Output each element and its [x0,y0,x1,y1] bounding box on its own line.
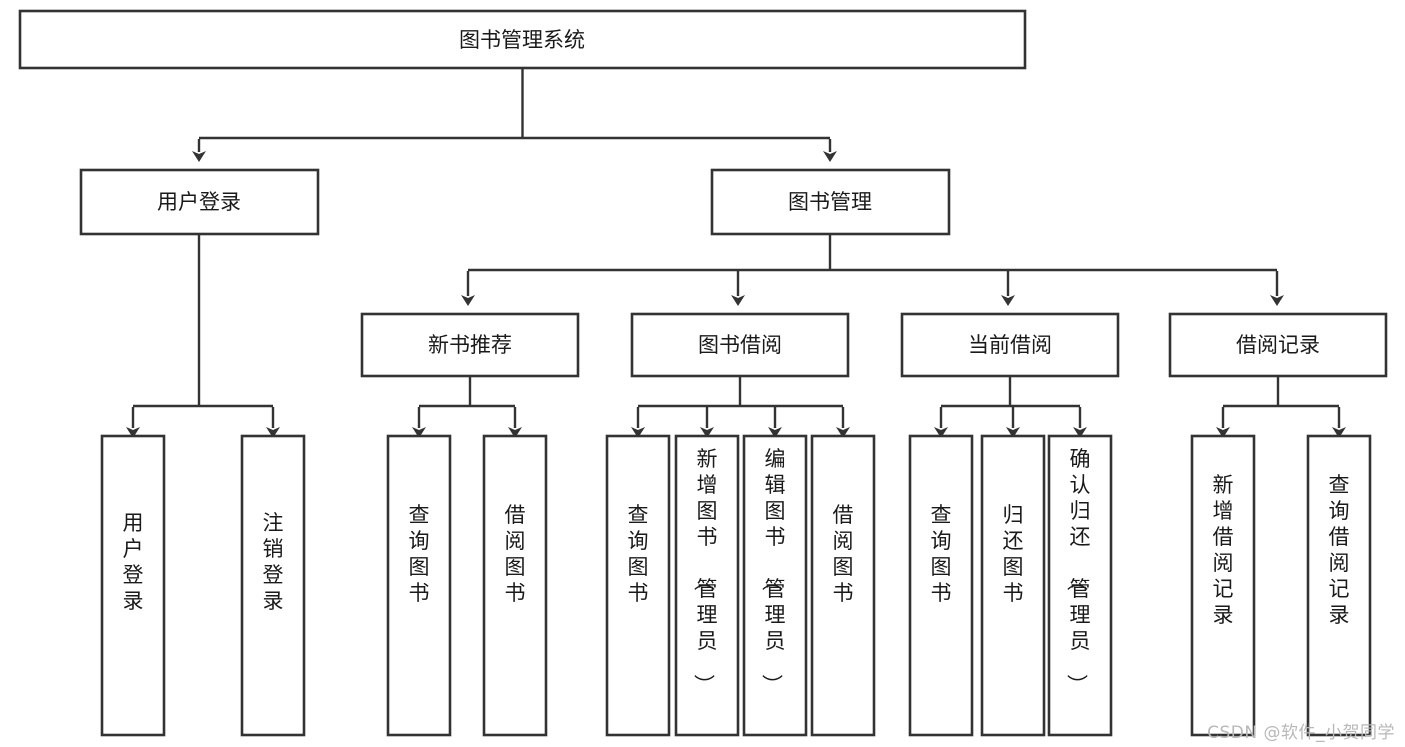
node-user-login-label: 用户登录 [157,190,241,214]
node-leaf-add-record-label: 新增借阅记录 [1213,473,1234,627]
node-current-borrow-label: 当前借阅 [968,333,1052,357]
node-current-borrow-box[interactable] [900,312,1120,378]
node-leaf-query-book-1-label: 查询图书 [409,503,430,605]
node-leaf-borrow-book-2-box[interactable] [810,434,876,737]
node-new-book-rec[interactable]: 新书推荐 [360,312,580,378]
node-leaf-logout[interactable]: 注销登录 [240,434,306,737]
node-leaf-query-book-3-label: 查询图书 [931,503,952,605]
node-book-manage-label: 图书管理 [788,190,872,214]
node-root-box[interactable] [18,9,1027,70]
node-leaf-query-book-1-box[interactable] [386,434,452,737]
node-borrow-record-box[interactable] [1168,312,1388,378]
node-leaf-query-book-3-box[interactable] [908,434,974,737]
node-leaf-user-login[interactable]: 用户登录 [100,434,166,737]
node-leaf-confirm-return-label: 确认归还（管理员） [1065,447,1091,695]
node-leaf-query-book-1[interactable]: 查询图书 [386,434,452,737]
node-new-book-rec-label: 新书推荐 [428,333,512,357]
node-user-login[interactable]: 用户登录 [79,168,320,236]
node-leaf-query-book-3[interactable]: 查询图书 [908,434,974,737]
node-leaf-add-record-box[interactable] [1190,434,1256,737]
node-leaf-edit-book[interactable]: 编辑图书（管理员） [742,434,808,737]
node-book-borrow[interactable]: 图书借阅 [630,312,850,378]
node-leaf-add-book-box[interactable] [674,434,740,737]
connector-layer [126,68,1346,438]
node-book-manage-box[interactable] [710,168,951,236]
node-current-borrow[interactable]: 当前借阅 [900,312,1120,378]
node-leaf-query-record-label: 查询借阅记录 [1329,473,1350,627]
node-new-book-rec-box[interactable] [360,312,580,378]
node-leaf-return-book-label: 归还图书 [1003,503,1024,605]
node-leaf-confirm-return[interactable]: 确认归还（管理员） [1047,434,1113,737]
node-book-borrow-box[interactable] [630,312,850,378]
node-leaf-query-book-2[interactable]: 查询图书 [605,434,671,737]
node-borrow-record[interactable]: 借阅记录 [1168,312,1388,378]
node-leaf-edit-book-label: 编辑图书（管理员） [760,447,786,695]
node-leaf-query-record-box[interactable] [1306,434,1372,737]
node-leaf-add-record[interactable]: 新增借阅记录 [1190,434,1256,737]
node-leaf-return-book-box[interactable] [980,434,1046,737]
node-leaf-borrow-book-2-label: 借阅图书 [833,503,854,605]
node-leaf-logout-box[interactable] [240,434,306,737]
node-root-label: 图书管理系统 [459,28,585,52]
node-leaf-query-book-2-box[interactable] [605,434,671,737]
node-root[interactable]: 图书管理系统 [18,9,1027,70]
node-leaf-logout-label: 注销登录 [263,511,284,613]
csdn-watermark: CSDN @软件_小贺同学 [1207,723,1395,743]
node-leaf-add-book[interactable]: 新增图书（管理员） [674,434,740,737]
node-borrow-record-label: 借阅记录 [1236,333,1320,357]
node-leaf-return-book[interactable]: 归还图书 [980,434,1046,737]
node-user-login-box[interactable] [79,168,320,236]
node-leaf-borrow-book-2[interactable]: 借阅图书 [810,434,876,737]
node-leaf-query-record[interactable]: 查询借阅记录 [1306,434,1372,737]
node-leaf-user-login-label: 用户登录 [123,511,144,613]
node-leaf-add-book-label: 新增图书（管理员） [692,447,718,695]
node-leaf-confirm-return-box[interactable] [1047,434,1113,737]
node-leaf-borrow-book-1-box[interactable] [482,434,548,737]
node-book-manage[interactable]: 图书管理 [710,168,951,236]
node-leaf-edit-book-box[interactable] [742,434,808,737]
node-leaf-borrow-book-1[interactable]: 借阅图书 [482,434,548,737]
node-book-borrow-label: 图书借阅 [698,333,782,357]
node-leaf-user-login-box[interactable] [100,434,166,737]
node-leaf-borrow-book-1-label: 借阅图书 [505,503,526,605]
node-leaf-query-book-2-label: 查询图书 [628,503,649,605]
